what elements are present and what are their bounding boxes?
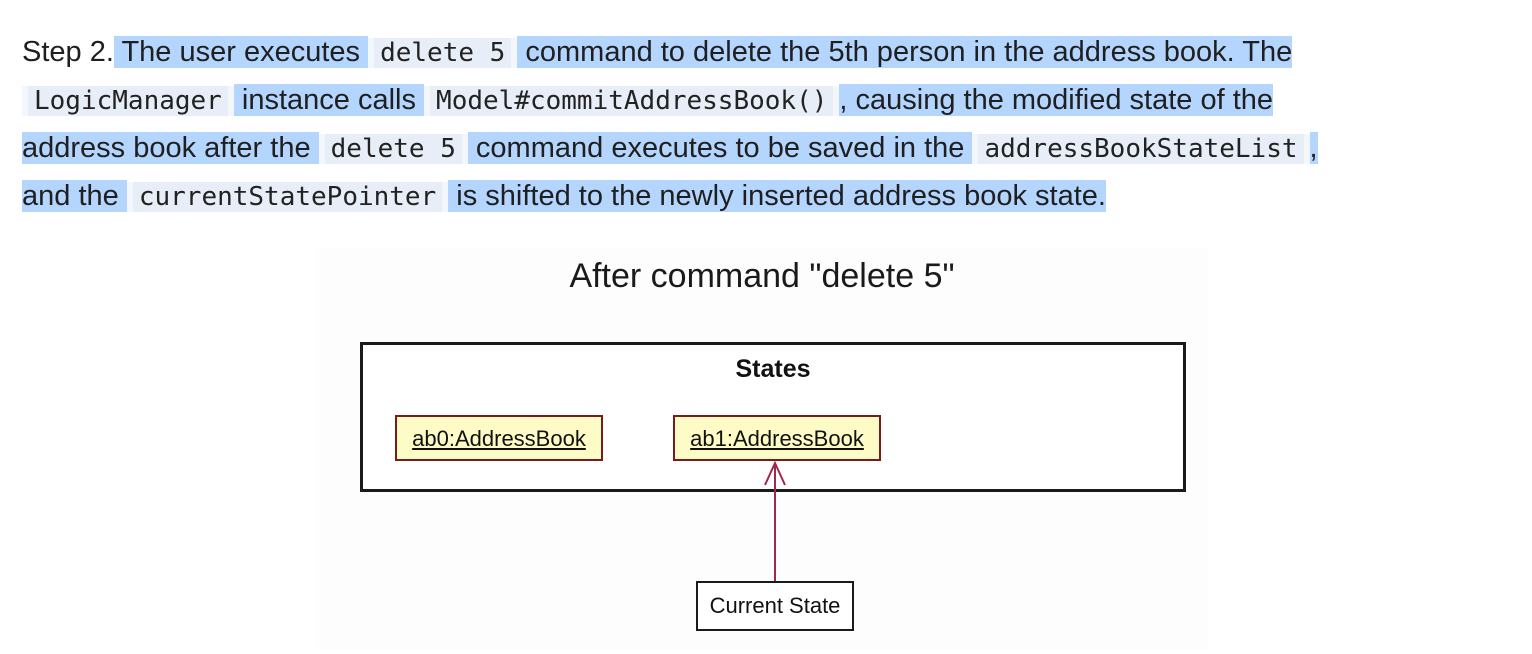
object-ab1-address-book: ab1:AddressBook xyxy=(673,415,881,461)
object-ab0-address-book: ab0:AddressBook xyxy=(395,415,603,461)
paragraph-text: command to delete the 5th person in the … xyxy=(517,36,1293,68)
inline-code-commit-address-book: Model#commitAddressBook() xyxy=(424,86,840,116)
inline-code-current-state-pointer: currentStatePointer xyxy=(126,182,449,212)
paragraph-line-3: address book after the delete 5 command … xyxy=(22,124,1502,172)
step-label: Step 2. xyxy=(22,36,114,68)
inline-code-address-book-state-list: addressBookStateList xyxy=(972,134,1310,164)
inline-code-logic-manager: LogicManager xyxy=(22,86,234,116)
inline-code-delete-5: delete 5 xyxy=(368,38,518,68)
states-container: States ab0:AddressBook ab1:AddressBook xyxy=(360,342,1186,492)
paragraph-text: is shifted to the newly inserted address… xyxy=(448,180,1106,212)
paragraph-text: The user executes xyxy=(113,36,369,68)
paragraph-text: instance calls xyxy=(233,84,425,116)
current-state-pointer-box: Current State xyxy=(696,581,854,631)
paragraph-text: and the xyxy=(22,180,127,212)
paragraph-text: address book after the xyxy=(22,132,319,164)
diagram-title: After command "delete 5" xyxy=(569,257,955,295)
undo-redo-state-diagram: After command "delete 5" States ab0:Addr… xyxy=(316,247,1208,650)
step-2-paragraph: Step 2. The user executes delete 5 comma… xyxy=(22,28,1502,220)
paragraph-text: , causing the modified state of the xyxy=(839,84,1274,116)
paragraph-line-4: and the currentStatePointer is shifted t… xyxy=(22,172,1502,220)
states-label: States xyxy=(735,355,811,383)
inline-code-delete-5: delete 5 xyxy=(318,134,468,164)
paragraph-text: , xyxy=(1309,132,1318,164)
paragraph-text: command executes to be saved in the xyxy=(467,132,973,164)
paragraph-line-1: Step 2. The user executes delete 5 comma… xyxy=(22,28,1502,76)
paragraph-line-2: LogicManager instance calls Model#commit… xyxy=(22,76,1502,124)
